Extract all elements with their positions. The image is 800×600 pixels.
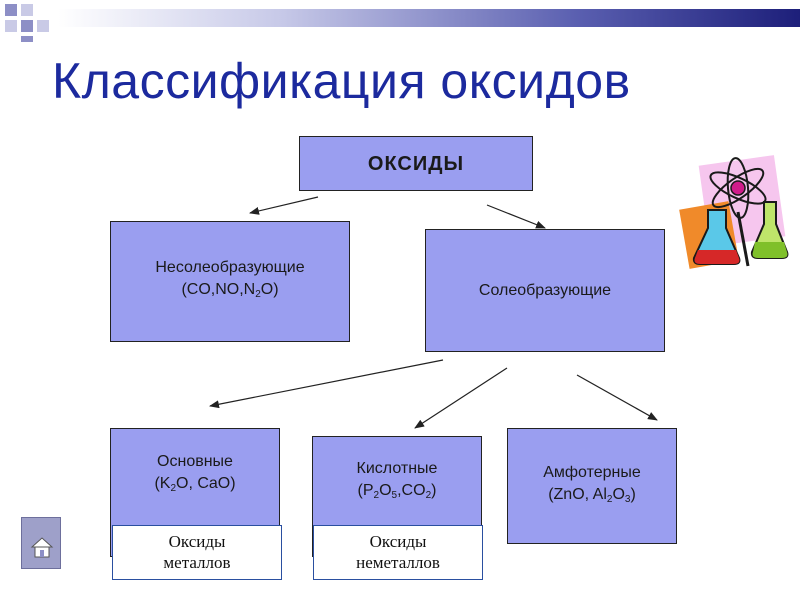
label-metal-line2: металлов xyxy=(163,553,231,572)
node-non-salt-title: Несолеобразующие xyxy=(155,259,305,276)
header-square xyxy=(21,36,33,42)
label-metal-oxides: Оксиды металлов xyxy=(112,525,282,580)
node-basic-formula: (K2O, CaO) xyxy=(154,475,236,494)
header-gradient-bar xyxy=(58,9,800,27)
header-square xyxy=(37,20,49,32)
header-square xyxy=(21,20,33,32)
node-basic-title: Основные xyxy=(157,453,233,470)
node-oxides: ОКСИДЫ xyxy=(299,136,533,191)
header-square xyxy=(5,20,17,32)
node-amphoteric-title: Амфотерные xyxy=(543,463,641,481)
label-metal-line1: Оксиды xyxy=(168,532,226,551)
page-title: Классификация оксидов xyxy=(52,53,631,109)
home-icon xyxy=(30,537,54,558)
header-square xyxy=(5,4,17,16)
header-decoration xyxy=(0,0,800,42)
header-square xyxy=(21,4,33,16)
node-oxides-label: ОКСИДЫ xyxy=(367,152,465,175)
arrow-root-to-non-salt xyxy=(249,196,319,215)
home-button[interactable] xyxy=(21,517,61,569)
arrow-salt-to-basic xyxy=(209,359,444,409)
arrow-salt-to-amphoteric xyxy=(576,374,658,421)
node-acidic-title: Кислотные xyxy=(356,460,438,477)
node-amphoteric-formula: (ZnO, Al2O3) xyxy=(548,485,636,505)
node-salt-title: Солеобразующие xyxy=(478,281,612,299)
label-nonmetal-oxides: Оксиды неметаллов xyxy=(313,525,483,580)
arrow-salt-to-acidic xyxy=(414,367,508,429)
arrow-root-to-salt xyxy=(486,204,546,229)
chemistry-clipart-icon xyxy=(679,155,789,269)
node-non-salt-forming: Несолеобразующие (CO,NO,N2O) xyxy=(110,221,350,342)
node-salt-forming: Солеобразующие xyxy=(425,229,665,352)
label-nonmetal-line2: неметаллов xyxy=(356,553,440,572)
node-amphoteric: Амфотерные (ZnO, Al2O3) xyxy=(507,428,677,544)
node-non-salt-formula: (CO,NO,N2O) xyxy=(181,281,279,300)
label-nonmetal-line1: Оксиды xyxy=(369,532,427,551)
node-acidic-formula: (P2O5,CO2) xyxy=(357,482,437,501)
